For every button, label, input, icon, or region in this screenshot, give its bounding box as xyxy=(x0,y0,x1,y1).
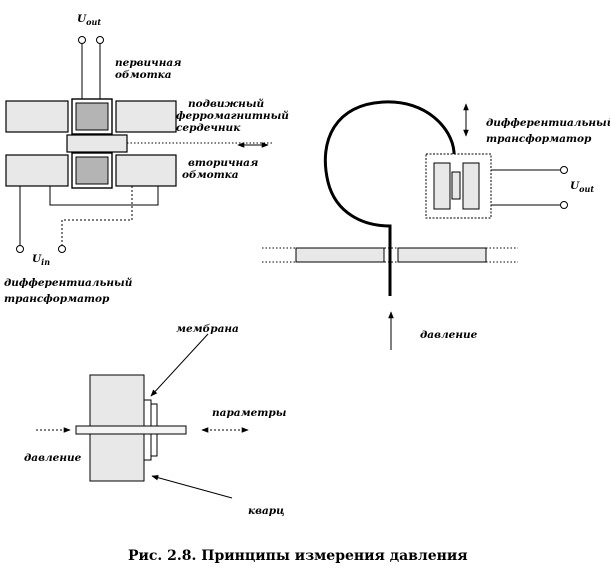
membrane-pointer xyxy=(150,333,209,397)
label-diff-left-2: трансформатор xyxy=(4,293,110,305)
lower-left-block xyxy=(5,154,69,187)
label-core-1: подвижный xyxy=(188,97,265,110)
lvdt-left-panel: Uout первичная обмотка подвижный феррома… xyxy=(4,13,289,305)
label-quartz: кварц xyxy=(248,505,285,517)
base-plate-left xyxy=(295,247,385,263)
bourdon-right-panel: дифферентиальный трансформатор Uout давл… xyxy=(262,100,610,350)
upper-right-block xyxy=(115,100,177,133)
label-primary-2: обмотка xyxy=(115,69,172,81)
figure-caption: Рис. 2.8. Принципы измерения давления xyxy=(128,548,468,564)
secondary-wiring-3 xyxy=(61,186,133,245)
label-u-out: Uout xyxy=(77,13,101,27)
lower-right-block xyxy=(115,154,177,187)
label-u-in: Uin xyxy=(32,253,50,267)
secondary-wiring-2 xyxy=(49,186,159,206)
label-primary-1: первичная xyxy=(115,57,182,69)
label-diff-left-1: дифферентиальный xyxy=(4,276,133,289)
lvdt-right-right-coil xyxy=(462,162,480,210)
upper-left-block xyxy=(5,100,69,133)
label-pressure-bottom: давление xyxy=(24,452,82,464)
terminal-in-2 xyxy=(58,245,66,253)
movable-core xyxy=(66,134,128,153)
label-core-3: сердечник xyxy=(176,122,241,134)
lvdt-right-core xyxy=(451,171,461,200)
secondary-coil xyxy=(75,156,109,185)
label-parameters: параметры xyxy=(212,407,287,419)
label-diff-right-2: трансформатор xyxy=(486,133,592,145)
quartz-sensor-panel: мембрана параметры давление кварц xyxy=(24,323,287,517)
label-diff-right-1: дифферентиальный xyxy=(486,116,610,129)
primary-coil xyxy=(75,102,109,131)
label-u-out-right: Uout xyxy=(570,180,594,194)
bourdon-tube xyxy=(323,100,456,296)
base-plate-right xyxy=(397,247,487,263)
terminal-out-2 xyxy=(96,36,104,44)
label-membrane: мембрана xyxy=(176,323,239,335)
quartz-pointer xyxy=(151,474,233,499)
sensor-rod xyxy=(75,425,187,435)
terminal-in-1 xyxy=(16,245,24,253)
label-core-2: ферромагнитный xyxy=(176,109,289,122)
label-secondary-2: обмотка xyxy=(182,169,239,181)
label-secondary-1: вторичная xyxy=(188,157,258,169)
terminal-out-1 xyxy=(78,36,86,44)
right-terminal-2 xyxy=(560,201,568,209)
label-pressure-right: давление xyxy=(420,329,478,341)
right-terminal-1 xyxy=(560,166,568,174)
lvdt-right-left-coil xyxy=(433,162,451,210)
